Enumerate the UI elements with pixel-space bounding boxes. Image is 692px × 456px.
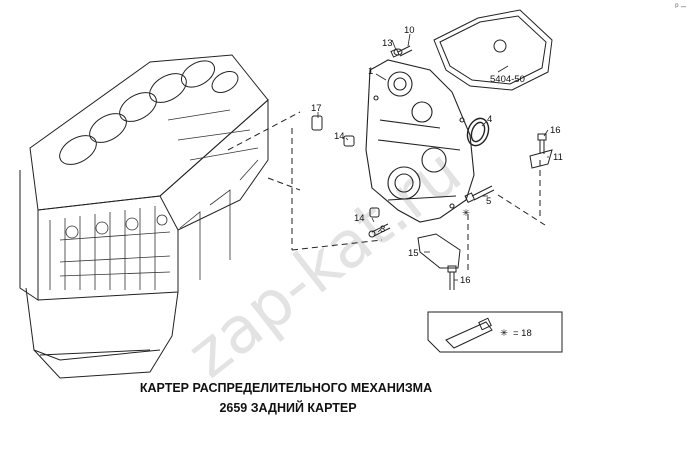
rear-cover-gasket [433, 9, 553, 91]
callout-3: 3 [380, 224, 385, 235]
seal-ring [466, 117, 490, 147]
sealant-box [427, 311, 563, 353]
engine-block [19, 54, 269, 379]
sealant-symbol: ✳ [500, 328, 508, 339]
callout-11: 11 [553, 152, 563, 163]
callout-4: 4 [487, 114, 492, 125]
callout-star: ✳ [462, 208, 470, 219]
corner-mark: ᵖ – [675, 1, 686, 11]
fasteners [311, 45, 553, 290]
leader-lines [317, 33, 549, 281]
sealant-note-text: = 18 [513, 328, 532, 339]
callout-5: 5 [486, 196, 491, 207]
alignment-lines [227, 111, 546, 270]
callout-16-upper: 16 [550, 125, 561, 136]
diagram-subtitle: 2659 ЗАДНИЙ КАРТЕР [219, 401, 357, 415]
gasket-ref-label: 5404-50 [490, 74, 525, 85]
callout-10: 10 [404, 25, 415, 36]
callout-16-lower: 16 [460, 275, 471, 286]
watermark: zap-kat.ru [174, 135, 475, 393]
callout-13: 13 [382, 38, 393, 49]
callout-14-lower: 14 [354, 213, 365, 224]
diagram-title: КАРТЕР РАСПРЕДЕЛИТЕЛЬНОГО МЕХАНИЗМА [139, 381, 433, 395]
callout-1: 1 [368, 66, 373, 77]
timing-case-housing [365, 59, 475, 223]
callout-14-upper: 14 [334, 131, 345, 142]
callout-17: 17 [311, 103, 322, 114]
callout-15: 15 [408, 248, 419, 259]
